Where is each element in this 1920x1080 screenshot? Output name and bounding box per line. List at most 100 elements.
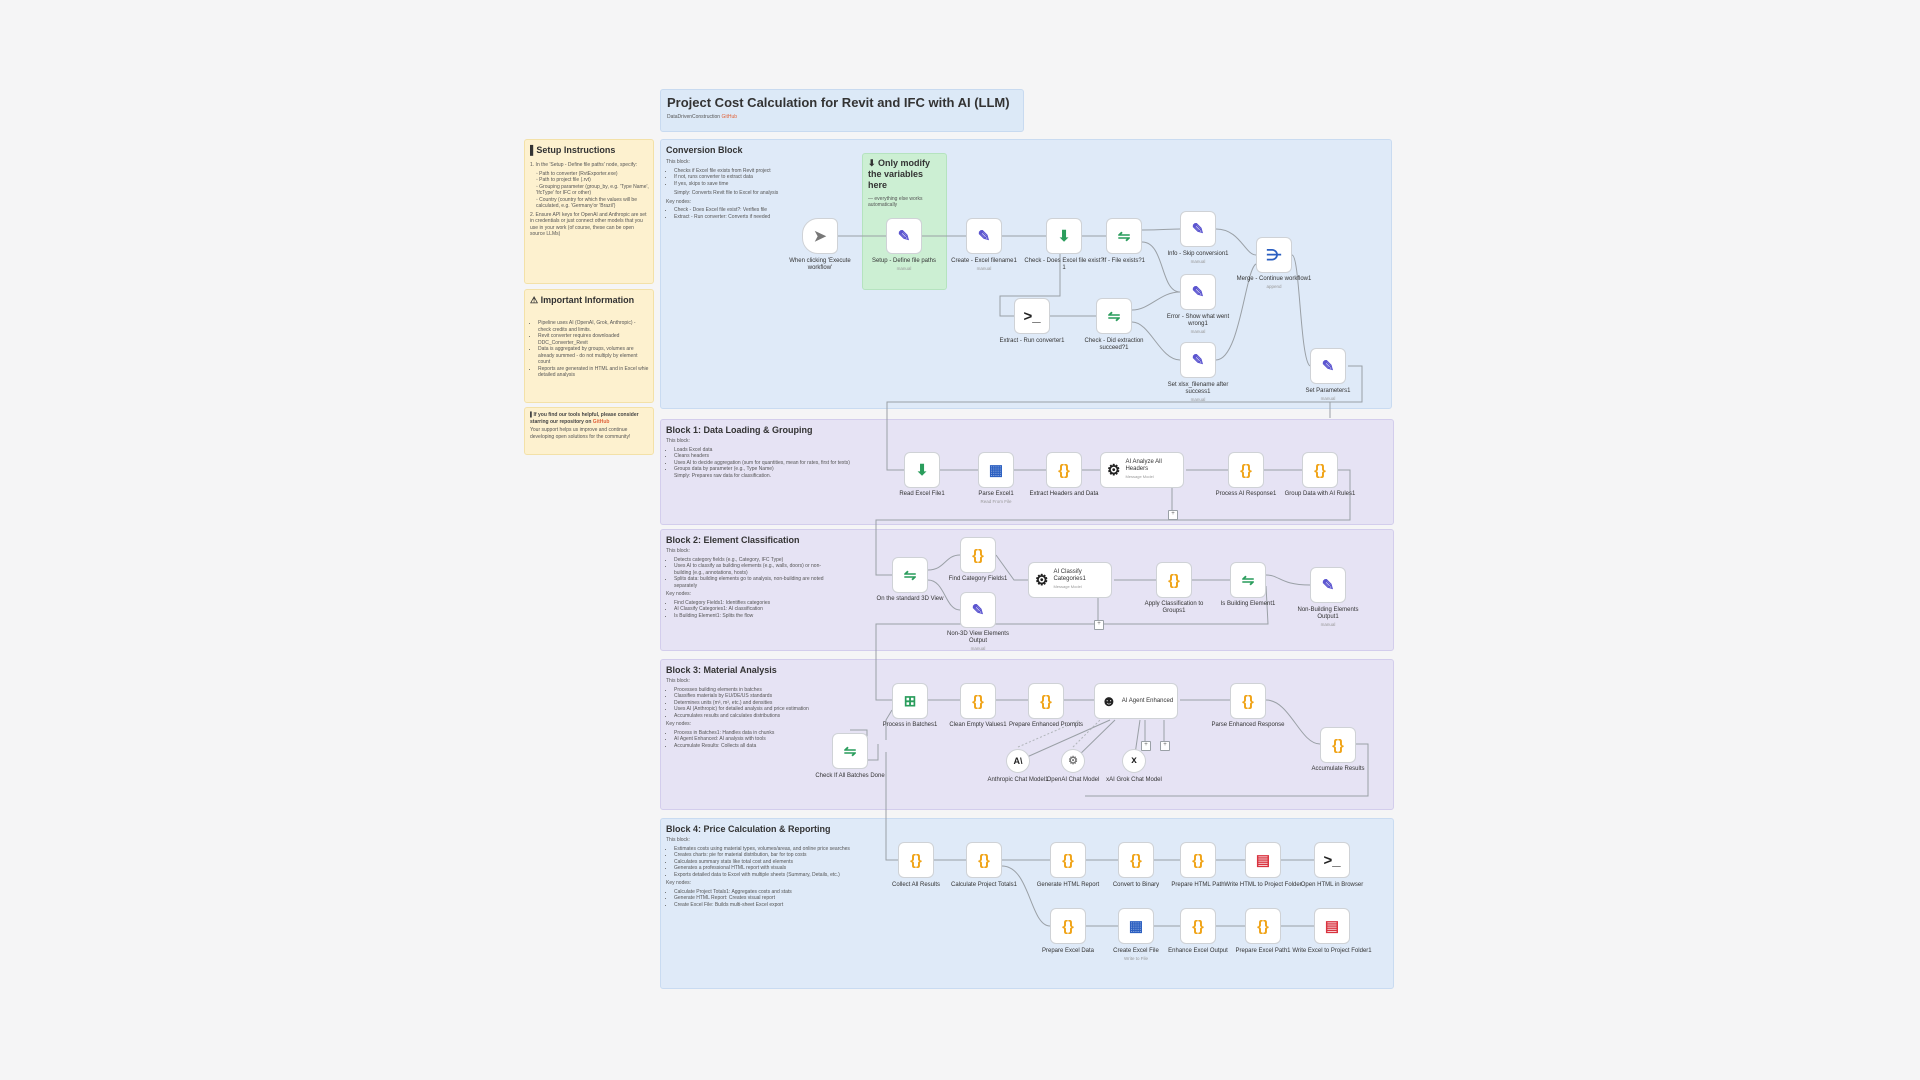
find-category-node[interactable]: {} bbox=[960, 537, 996, 573]
node-label: Write Excel to Project Folder1 bbox=[1292, 948, 1372, 954]
support-body: ▌If you find our tools helpful, please c… bbox=[530, 412, 649, 442]
node-label-text: Non-3D View Elements Output bbox=[947, 631, 1009, 644]
node-label-text: Error - Show what went wrong1 bbox=[1166, 314, 1230, 327]
cursor-icon: ➤ bbox=[813, 227, 827, 245]
check-extract-node[interactable]: ⇋ bbox=[1096, 298, 1132, 334]
block-line: This block: bbox=[666, 837, 690, 843]
write-excel-node[interactable]: ▤ bbox=[1314, 908, 1350, 944]
apply-classification-node[interactable]: {} bbox=[1156, 562, 1192, 598]
setup-item: ◦ Grouping parameter (group_by, e.g. 'Ty… bbox=[536, 183, 649, 197]
block-line: Exports detailed data to Excel with mult… bbox=[674, 872, 881, 879]
block1[interactable]: Block 1: Data Loading & Grouping This bl… bbox=[660, 419, 1394, 525]
create-excel-node[interactable]: ▦ bbox=[1118, 908, 1154, 944]
page-subtitle: DataDrivenConstruction GitHub bbox=[667, 114, 737, 120]
node-label: Extract - Run converter1 bbox=[999, 338, 1065, 344]
trigger-node[interactable]: ➤ bbox=[802, 218, 838, 254]
code-icon: {} bbox=[1257, 917, 1269, 935]
prep-excel-node[interactable]: {} bbox=[1050, 908, 1086, 944]
node-sublabel: Read From File bbox=[980, 499, 1012, 504]
extract-headers-node[interactable]: {} bbox=[1046, 452, 1082, 488]
node-label: Clean Empty Values1 bbox=[949, 722, 1007, 728]
ai-agent-node[interactable]: ☻AI Agent Enhanced bbox=[1094, 683, 1178, 719]
html-path-node[interactable]: {} bbox=[1180, 842, 1216, 878]
code-icon: {} bbox=[1242, 692, 1254, 710]
block3[interactable]: Block 3: Material Analysis This block: P… bbox=[660, 659, 1394, 810]
error-show-node[interactable]: ✎ bbox=[1180, 274, 1216, 310]
standard-3d-node[interactable]: ⇋ bbox=[892, 557, 928, 593]
merge-icon: ⋺ bbox=[1266, 246, 1282, 264]
important-info-note[interactable]: ⚠ Important Information Pipeline uses AI… bbox=[524, 289, 654, 403]
accumulate-node[interactable]: {} bbox=[1320, 727, 1356, 763]
if-icon: ⇋ bbox=[1107, 307, 1121, 325]
process-batches-node[interactable]: ⊞ bbox=[892, 683, 928, 719]
pencil-icon: ✎ bbox=[971, 601, 985, 619]
parse-enhanced-node[interactable]: {} bbox=[1230, 683, 1266, 719]
clean-empty-node[interactable]: {} bbox=[960, 683, 996, 719]
parse-excel-node[interactable]: ▦ bbox=[978, 452, 1014, 488]
setup-node[interactable]: ✎ bbox=[886, 218, 922, 254]
prepare-prompts-node[interactable]: {} bbox=[1028, 683, 1064, 719]
set-xlsx-node[interactable]: ✎ bbox=[1180, 342, 1216, 378]
node-sublabel: Write to File bbox=[1124, 956, 1148, 961]
if-file-exists-node[interactable]: ⇋ bbox=[1106, 218, 1142, 254]
check-excel-node[interactable]: ⬇ bbox=[1046, 218, 1082, 254]
setup-item: ◦ Path to converter (RvtExporter.exe) bbox=[536, 170, 618, 177]
canvas-title-note[interactable]: Project Cost Calculation for Revit and I… bbox=[660, 89, 1024, 132]
is-building-node[interactable]: ⇋ bbox=[1230, 562, 1266, 598]
block-line: Splits data: building elements go to ana… bbox=[674, 576, 828, 589]
node-label: If - File exists?1 bbox=[1102, 258, 1145, 264]
modify-note-body: — everything else works automatically bbox=[868, 196, 923, 208]
calc-totals-node[interactable]: {} bbox=[966, 842, 1002, 878]
openai-model-node[interactable]: ⚙ bbox=[1061, 749, 1085, 773]
node-label: Find Category Fields1 bbox=[948, 576, 1008, 582]
group-data-node[interactable]: {} bbox=[1302, 452, 1338, 488]
gen-html-node[interactable]: {} bbox=[1050, 842, 1086, 878]
non-3d-node[interactable]: ✎ bbox=[960, 592, 996, 628]
anthropic-model-node[interactable]: A\ bbox=[1006, 749, 1030, 773]
if-icon: ⇋ bbox=[1117, 227, 1131, 245]
code-icon: {} bbox=[1062, 851, 1074, 869]
add-tool-button[interactable]: + bbox=[1160, 741, 1170, 751]
read-excel-node[interactable]: ⬇ bbox=[904, 452, 940, 488]
support-note[interactable]: ▌If you find our tools helpful, please c… bbox=[524, 407, 654, 455]
add-model-button[interactable]: + bbox=[1094, 620, 1104, 630]
code-icon: {} bbox=[1062, 917, 1074, 935]
block-line: Processes building elements in batches bbox=[674, 687, 836, 694]
check-batches-node[interactable]: ⇋ bbox=[832, 733, 868, 769]
create-filename-node[interactable]: ✎ bbox=[966, 218, 1002, 254]
modify-note-title: ⬇ Only modify the variables here bbox=[868, 158, 931, 190]
non-building-node[interactable]: ✎ bbox=[1310, 567, 1346, 603]
extract-converter-node[interactable]: >_ bbox=[1014, 298, 1050, 334]
block-line: AI Agent Enhanced: AI analysis with tool… bbox=[674, 736, 836, 743]
block-line: Calculate Project Totals1: Aggregates co… bbox=[674, 889, 881, 896]
block-line: Is Building Element1: Splits the flow bbox=[674, 613, 828, 620]
block2[interactable]: Block 2: Element Classification This blo… bbox=[660, 529, 1394, 651]
setup-instructions-note[interactable]: ▌Setup Instructions 1. In the 'Setup - D… bbox=[524, 139, 654, 284]
subtitle-link[interactable]: GitHub bbox=[721, 114, 738, 120]
code-icon: {} bbox=[910, 851, 922, 869]
collect-all-node[interactable]: {} bbox=[898, 842, 934, 878]
merge-node[interactable]: ⋺ bbox=[1256, 237, 1292, 273]
node-label-text: Info - Skip conversion1 bbox=[1167, 251, 1229, 257]
add-model-button[interactable]: + bbox=[1141, 741, 1151, 751]
to-binary-node[interactable]: {} bbox=[1118, 842, 1154, 878]
add-model-button[interactable]: + bbox=[1168, 510, 1178, 520]
conversion-block[interactable]: Conversion Block This block: Checks if E… bbox=[660, 139, 1392, 409]
open-html-node[interactable]: >_ bbox=[1314, 842, 1350, 878]
support-link[interactable]: GitHub bbox=[592, 418, 610, 425]
node-label: Prepare HTML Path bbox=[1171, 882, 1225, 888]
info-skip-node[interactable]: ✎ bbox=[1180, 211, 1216, 247]
enhance-excel-node[interactable]: {} bbox=[1180, 908, 1216, 944]
xai-model-node[interactable]: x bbox=[1122, 749, 1146, 773]
process-ai-response-node[interactable]: {} bbox=[1228, 452, 1264, 488]
set-params-node[interactable]: ✎ bbox=[1310, 348, 1346, 384]
write-html-node[interactable]: ▤ bbox=[1245, 842, 1281, 878]
conversion-block-title: Conversion Block bbox=[666, 145, 743, 155]
excel-path-node[interactable]: {} bbox=[1245, 908, 1281, 944]
node-label: Parse Enhanced Response bbox=[1211, 722, 1285, 728]
